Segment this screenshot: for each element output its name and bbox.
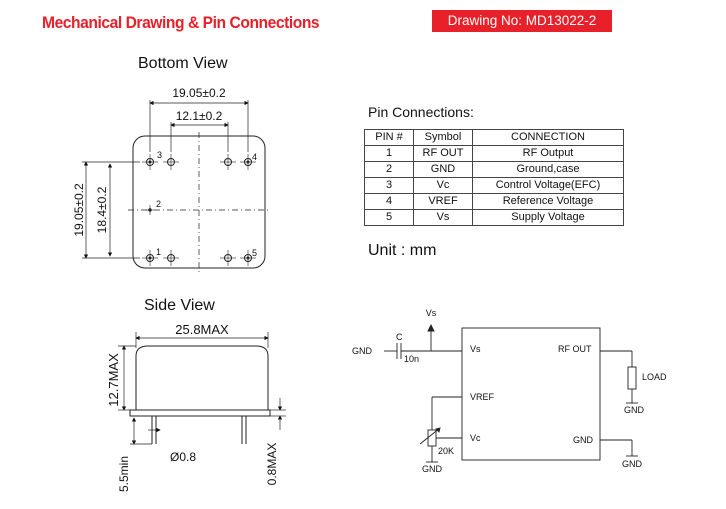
pin-label-3: 3 [157, 150, 162, 160]
col-header-pin: PIN # [364, 129, 414, 146]
cell-symbol: Vs [413, 209, 473, 226]
pin-3b-marker [163, 154, 179, 170]
cell-connection: Reference Voltage [472, 193, 624, 210]
pin-5-marker [240, 250, 256, 266]
schem-vs-top: Vs [426, 308, 437, 318]
col-header-symbol: Symbol [413, 129, 473, 146]
package-body [135, 345, 269, 411]
schem-cap-value: 10n [404, 354, 419, 364]
cell-connection: Ground,case [472, 161, 624, 178]
oscillator-block [461, 327, 601, 461]
pin-connections-title: Pin Connections: [368, 104, 474, 120]
schem-pin-vref: VREF [470, 392, 495, 402]
circuit-schematic [384, 323, 638, 463]
cell-pin: 2 [364, 161, 414, 178]
cell-pin: 4 [364, 193, 414, 210]
side-view-title: Side View [144, 297, 215, 314]
schem-pin-vs: Vs [470, 344, 481, 354]
pin-5b-marker [220, 250, 236, 266]
pin-connections-table: PIN # Symbol CONNECTION 1 RF OUT RF Outp… [364, 129, 624, 226]
table-row: 5 Vs Supply Voltage [364, 209, 624, 226]
table-row: 2 GND Ground,case [364, 161, 624, 178]
table-header-row: PIN # Symbol CONNECTION [364, 129, 624, 146]
cell-connection: RF Output [472, 145, 624, 162]
cell-pin: 3 [364, 177, 414, 194]
dim-length: 25.8MAX [175, 322, 229, 337]
table-row: 3 Vc Control Voltage(EFC) [364, 177, 624, 194]
schem-pin-gnd: GND [573, 435, 594, 445]
dim-height-outer: 19.05±0.2 [72, 183, 86, 237]
bottom-view-drawing [82, 100, 270, 272]
load-resistor [627, 366, 637, 390]
dim-pin-length: 5.5min [117, 456, 131, 492]
pin-4b-marker [220, 154, 236, 170]
pin-1-marker [142, 250, 158, 266]
drawing-number-badge: Drawing No: MD13022-2 [432, 10, 612, 32]
dim-width-inner: 12.1±0.2 [176, 109, 223, 123]
dim-height-inner: 18.4±0.2 [95, 186, 109, 233]
schem-pin-rfout: RF OUT [558, 344, 592, 354]
dim-standoff: 0.8MAX [265, 443, 279, 486]
pin-3-marker [142, 154, 158, 170]
unit-label: Unit : mm [368, 242, 437, 259]
schem-gnd-left: GND [352, 346, 373, 356]
package-base [129, 409, 271, 417]
cell-symbol: VREF [413, 193, 473, 210]
cell-connection: Control Voltage(EFC) [472, 177, 624, 194]
schem-gnd-right: GND [622, 459, 643, 469]
pin-label-5: 5 [252, 248, 257, 258]
table-row: 1 RF OUT RF Output [364, 145, 624, 162]
schem-gnd-pot: GND [422, 464, 443, 474]
cell-pin: 5 [364, 209, 414, 226]
table-row: 4 VREF Reference Voltage [364, 193, 624, 210]
dim-height: 12.7MAX [106, 353, 121, 407]
schem-pin-vc: Vc [470, 433, 481, 443]
pin-label-2: 2 [156, 199, 161, 209]
schem-cap-label: C [396, 332, 403, 342]
cell-connection: Supply Voltage [472, 209, 624, 226]
schem-pot-value: 20K [438, 446, 454, 456]
dim-pin-diameter: Ø0.8 [170, 450, 196, 464]
pin-2-marker [146, 205, 154, 215]
schem-gnd-load: GND [624, 405, 645, 415]
cell-pin: 1 [364, 145, 414, 162]
cell-symbol: GND [413, 161, 473, 178]
schem-load-label: LOAD [642, 372, 667, 382]
pin-label-4: 4 [252, 152, 257, 162]
col-header-connection: CONNECTION [472, 129, 624, 146]
page-title: Mechanical Drawing & Pin Connections [42, 13, 320, 32]
cell-symbol: RF OUT [413, 145, 473, 162]
pin-label-1: 1 [156, 247, 161, 257]
cell-symbol: Vc [413, 177, 473, 194]
pin-1b-marker [163, 250, 179, 266]
side-view-drawing [118, 332, 286, 445]
bottom-view-title: Bottom View [138, 55, 228, 72]
dim-width-outer: 19.05±0.2 [172, 86, 226, 100]
pin-4-marker [240, 154, 256, 170]
